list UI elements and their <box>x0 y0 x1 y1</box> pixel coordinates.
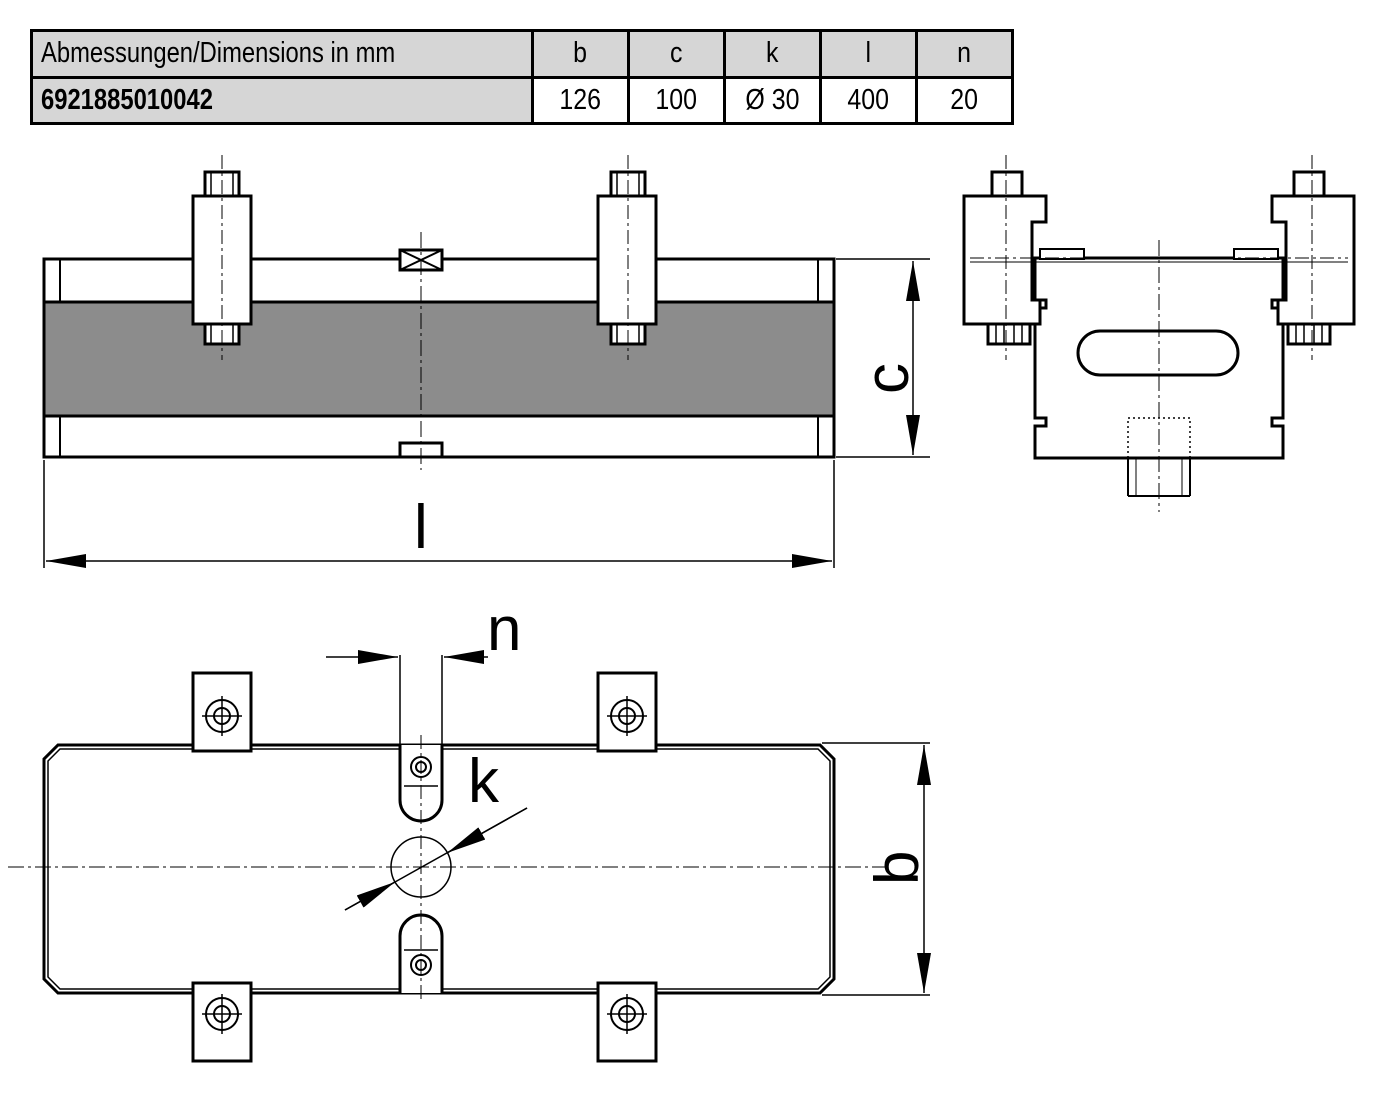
top-view <box>8 650 931 1063</box>
side-clamp-right <box>1233 155 1356 360</box>
column-header-k: k <box>722 29 822 79</box>
value-b: 126 <box>530 75 630 125</box>
top-body-outline <box>42 743 836 995</box>
table-header-row: Abmessungen/Dimensions in mm b c k l n <box>30 29 1015 79</box>
top-clamp-top-left <box>191 671 253 753</box>
top-clamp-top-right <box>596 671 658 753</box>
value-l: 400 <box>818 75 918 125</box>
top-clamp-bottom-left <box>191 981 253 1063</box>
dimension-n-label: n <box>487 595 521 664</box>
dimension-b-label: b <box>863 851 932 885</box>
dimension-l-label: l <box>414 493 428 562</box>
front-clamp-right <box>596 155 658 360</box>
front-view <box>42 155 930 568</box>
column-header-n: n <box>914 29 1015 79</box>
side-slot <box>1076 329 1240 377</box>
value-k: Ø 30 <box>722 75 822 125</box>
dimension-k-label: k <box>468 747 500 816</box>
front-body-band <box>42 300 836 418</box>
column-header-l: l <box>818 29 918 79</box>
value-n: 20 <box>914 75 1015 125</box>
part-number: 6921885010042 <box>30 75 534 125</box>
value-c: 100 <box>626 75 726 125</box>
table-row: 6921885010042 126 100 Ø 30 400 20 <box>30 75 1015 125</box>
table-header-label: Abmessungen/Dimensions in mm <box>30 29 534 79</box>
column-header-b: b <box>530 29 630 79</box>
column-header-c: c <box>626 29 726 79</box>
front-clamp-left <box>191 155 253 360</box>
dimensions-table: Abmessungen/Dimensions in mm b c k l n 6… <box>30 29 1015 125</box>
dimension-c-label: c <box>853 363 922 394</box>
side-clamp-left <box>962 155 1085 360</box>
top-clamp-bottom-right <box>596 981 658 1063</box>
side-view <box>962 155 1356 512</box>
